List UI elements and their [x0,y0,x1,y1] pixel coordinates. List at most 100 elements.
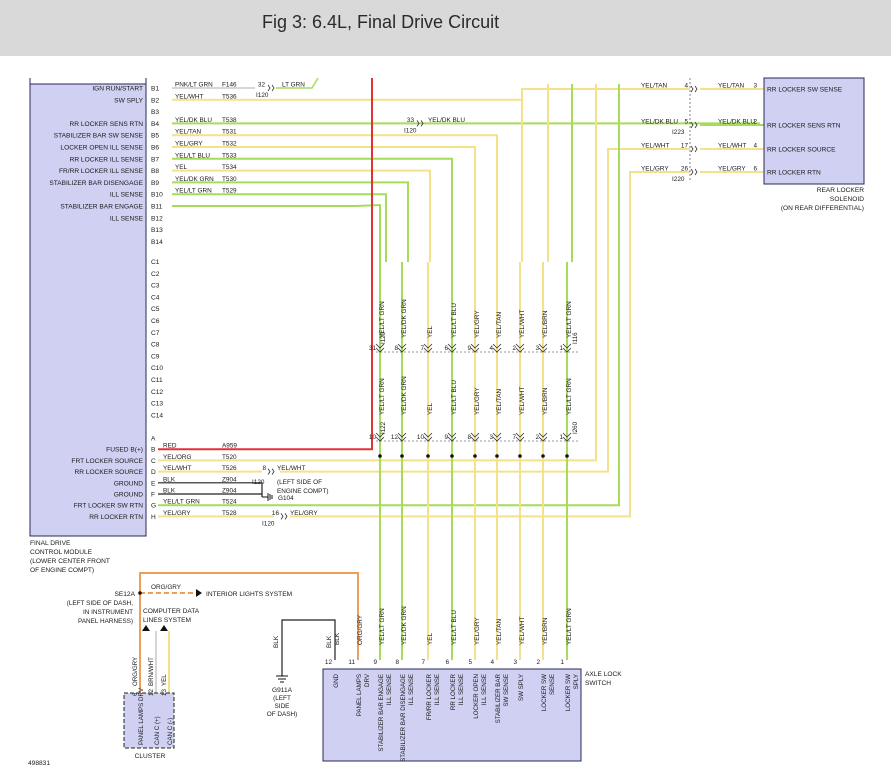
switch-pin-number: 3 [513,659,517,666]
connector-pin: 7 [512,434,516,441]
wire-color-label: ORG/GRY [132,657,139,686]
wire-color-label: YEL/GRY [474,310,481,338]
module-pin-number: C12 [151,389,163,396]
figure-title: Fig 3: 6.4L, Final Drive Circuit [262,12,500,32]
location-note: (LEFT SIDE OF [277,479,322,486]
wire-rr-locker-source-out [280,180,609,473]
ground-symbol-icon [262,493,273,501]
module-pin-label: SW SPLY [114,97,143,104]
switch-caption: AXLE LOCK [585,671,622,678]
connector-mark [416,120,424,127]
module-pin-label: GROUND [114,492,144,499]
module-pin-label: ILL SENSE [110,215,144,222]
module-pin-number: C7 [151,330,160,337]
module-pin-number: C8 [151,342,160,349]
switch-pin-label: STABILIZER BAR ENGAGE [378,674,385,752]
connector-mark [470,343,480,353]
wire-color-label: ORG/GRY [357,614,364,645]
location-note: (LEFT [273,695,291,702]
wire-solenoid-feed [521,88,690,262]
module-pin-number: C1 [151,259,160,266]
solenoid-pin-number: 2 [753,119,757,126]
module-pin-number: B14 [151,239,163,246]
switch-pin-label: GND [333,673,340,687]
module-pin-number: C [151,458,156,465]
connector-pin: 2 [512,345,516,352]
wire-color-label: YEL/BRN [542,387,549,415]
solenoid-pin-number: 4 [753,143,757,150]
module-pin-label: FRT LOCKER SOURCE [71,458,143,465]
connector-id: I120 [262,520,275,527]
location-note: PANEL HARNESS) [78,618,133,625]
wire-color-label: YEL/WHT [519,616,526,645]
wire-color-label: YEL/BRN [542,617,549,645]
location-note: SIDE [275,703,290,710]
module-pin-number: B2 [151,97,159,104]
wire-color-label: YEL/GRY [718,166,746,173]
wire-color-label: YEL/TAN [641,83,668,90]
wire-color-label: YEL/TAN [718,83,745,90]
wire-color-label: YEL/WHT [277,465,306,472]
switch-pin-label: ILL SENSE [458,674,465,705]
switch-pin-label: ILL SENSE [386,674,393,705]
splice-dot [518,454,522,458]
connector-id: I120 [380,331,387,344]
switch-pin-label: SW SENSE [503,674,510,707]
module-pin-number: B10 [151,192,163,199]
final-drive-module [29,83,147,537]
wire-color-label: BLK [334,632,341,645]
switch-pin-number: 6 [445,659,449,666]
circuit-label: F146 [222,82,237,89]
module-pin-number: B5 [151,133,159,140]
connector-pin: 9 [467,345,471,352]
cluster-pin-label: CAN C (-) [167,718,174,745]
wire-color-label: LT GRN [282,82,305,89]
module-pin-label: RR LOCKER SENS RTN [69,121,143,128]
wire-color-label: YEL [427,325,434,338]
module-pin-number: C14 [151,412,163,419]
wire-color-label: YEL [161,674,168,686]
circuit-label: T531 [222,129,237,136]
module-pin-label: IGN RUN/START [92,86,143,93]
module-pin-number: C2 [151,271,160,278]
splice-pin: 32 [258,82,266,89]
wire-color-label: YEL/LT GRN [566,301,573,338]
wire-color-label: YEL/LT GRN [566,378,573,415]
switch-pin-number: 5 [468,659,472,666]
circuit-label: T532 [222,141,237,148]
connector-id: I120 [252,479,265,486]
circuit-label: A959 [222,443,237,450]
circuit-label: T530 [222,176,237,183]
solenoid-caption: (ON REAR DIFFERENTIAL) [781,205,864,212]
switch-pin-label: LOCKER OPEN [473,674,480,719]
module-pin-label: RR LOCKER ILL SENSE [70,156,144,163]
wire-color-label: YEL/DK BLU [428,117,465,124]
module-pin-number: B13 [151,227,163,234]
ground-id: G911A [272,687,293,694]
connector-pin: 8 [467,434,471,441]
module-pin-number: F [151,492,155,499]
splice-dot [378,454,382,458]
splice-dot [495,454,499,458]
circuit-label: T533 [222,152,237,159]
switch-pin-number: 8 [395,659,399,666]
connector-pin: 7 [420,345,424,352]
module-pin-number: C13 [151,401,163,408]
module-pin-number: B9 [151,180,159,187]
module-pin-number: B7 [151,156,159,163]
module-pin-number: B12 [151,215,163,222]
switch-pin-label: DRV [364,673,371,687]
wire-color-label: YEL/LT BLU [451,303,458,338]
wire-color-label: YEL [427,632,434,645]
module-pin-label: STABILIZER BAR SW SENSE [54,133,144,140]
wire-color-label: YEL/GRY [290,510,318,517]
wire-color-label: YEL/LT GRN [379,608,386,645]
splice-dot [541,454,545,458]
wire-color-label: ORG/GRY [151,584,182,591]
splice-pin: 5 [684,119,688,126]
wire-b7 [172,157,453,262]
connector-id: I223 [672,129,685,136]
connector-pin: 9 [444,434,448,441]
splice-pin: 16 [272,510,280,517]
